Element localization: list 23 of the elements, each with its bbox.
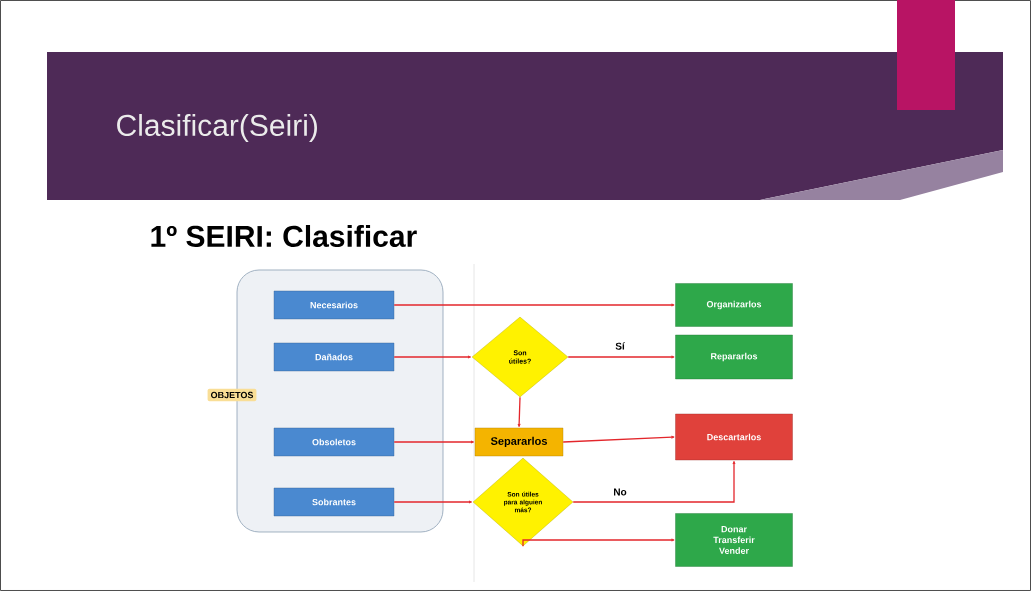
arrow bbox=[567, 355, 675, 359]
process-box: Descartarlos bbox=[675, 413, 793, 461]
process-box: Sobrantes bbox=[273, 487, 395, 517]
heading: 1º SEIRI: Clasificar bbox=[151, 225, 417, 247]
process-box: Repararlos bbox=[675, 334, 793, 380]
edge-label: Sí bbox=[614, 341, 626, 351]
process-box: Necesarios bbox=[273, 290, 395, 320]
process-box: Separarlos bbox=[474, 427, 564, 457]
arrow bbox=[393, 500, 473, 504]
arrow bbox=[393, 440, 475, 444]
arrow bbox=[393, 355, 472, 359]
process-box: Organizarlos bbox=[675, 283, 793, 327]
arrow bbox=[393, 303, 675, 307]
arrow bbox=[572, 460, 736, 503]
container-label: OBJETOS bbox=[207, 388, 257, 402]
process-box: Donar Transferir Vender bbox=[675, 513, 793, 567]
arrow bbox=[522, 538, 675, 547]
process-box: Obsoletos bbox=[273, 427, 395, 457]
arrow bbox=[517, 396, 521, 428]
arrow bbox=[562, 435, 675, 443]
edge-label: No bbox=[612, 487, 628, 497]
slide-title: Clasificar(Seiri) bbox=[117, 114, 317, 142]
process-box: Dañados bbox=[273, 342, 395, 372]
